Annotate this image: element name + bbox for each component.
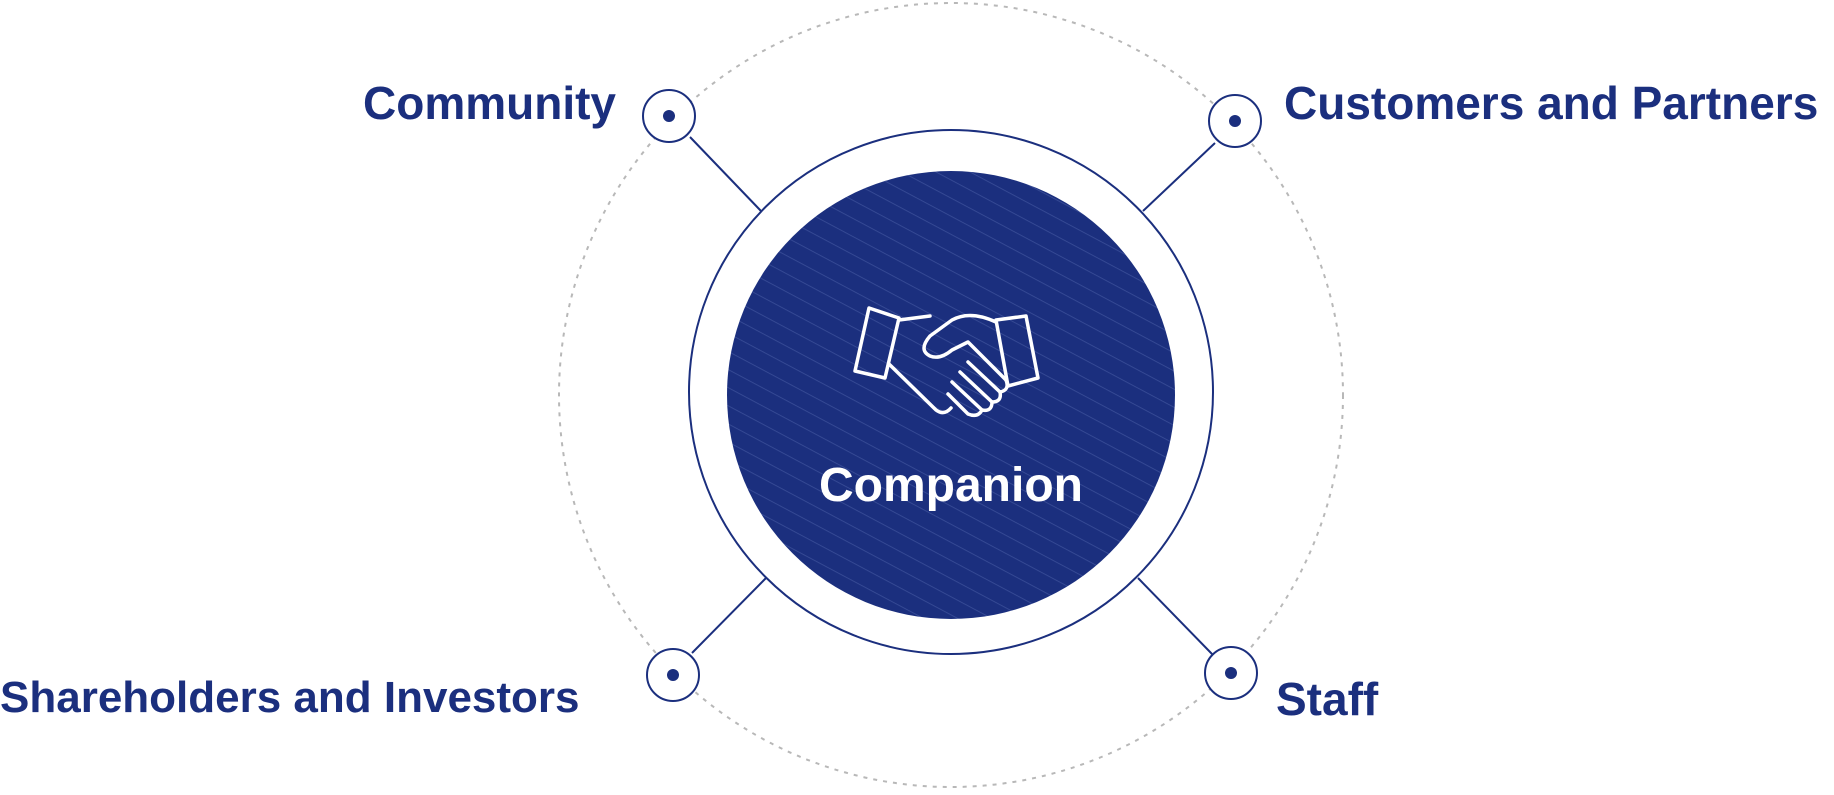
stakeholder-label-staff: Staff — [1276, 673, 1379, 725]
connector-shareholders — [691, 577, 767, 654]
connector-staff — [1137, 577, 1213, 655]
node-community — [642, 89, 696, 143]
stakeholder-label-community: Community — [363, 77, 616, 129]
handshake-icon — [853, 306, 1040, 418]
connector-community — [689, 136, 762, 212]
node-shareholders — [646, 648, 700, 702]
node-customers — [1208, 94, 1262, 148]
node-staff — [1204, 646, 1258, 700]
outer-dashed-ring — [558, 2, 1344, 788]
stakeholder-label-shareholders-and-investors: Shareholders and Investors — [0, 673, 580, 722]
center-label: Companion — [819, 459, 1083, 512]
connector-customers — [1142, 142, 1216, 212]
stakeholder-label-customers-and-partners: Customers and Partners — [1284, 77, 1819, 129]
